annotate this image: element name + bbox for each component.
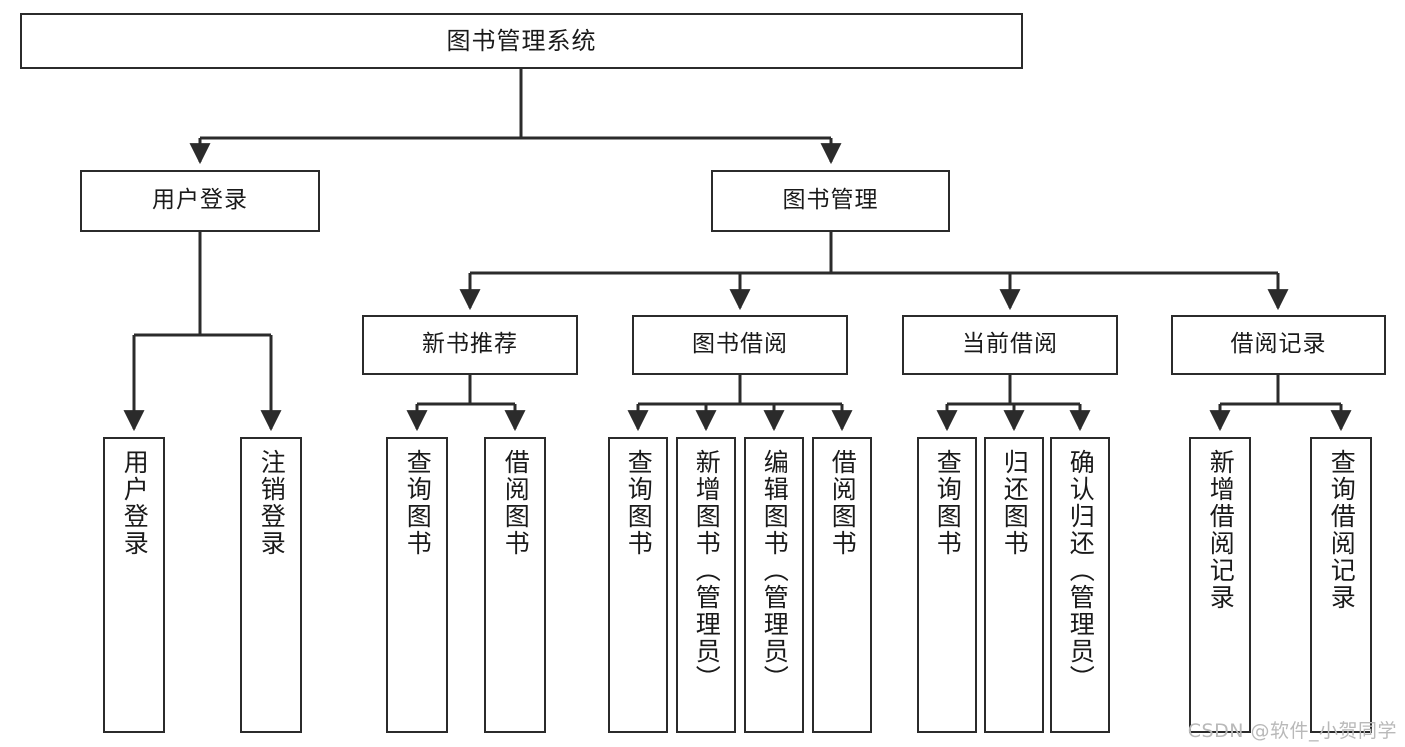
- node-current-borrow-label: 当前借阅: [962, 331, 1058, 358]
- node-new-book-recommend[interactable]: 新书推荐: [362, 315, 578, 375]
- node-leaf-add-borrow-record[interactable]: 新增借阅记录: [1189, 437, 1251, 733]
- node-leaf-borrow-book-label: 借阅图书: [828, 449, 858, 557]
- node-leaf-query-book-recommend-label: 查询图书: [403, 449, 433, 557]
- node-new-book-recommend-label: 新书推荐: [422, 331, 518, 358]
- node-leaf-query-book-recommend[interactable]: 查询图书: [386, 437, 448, 733]
- node-book-management-label: 图书管理: [782, 187, 879, 214]
- watermark: CSDN @软件_小贺同学: [1187, 720, 1397, 742]
- node-user-login-label: 用户登录: [152, 187, 248, 214]
- node-book-borrow[interactable]: 图书借阅: [632, 315, 848, 375]
- node-leaf-user-logout[interactable]: 注销登录: [240, 437, 302, 733]
- node-borrow-record-label: 借阅记录: [1230, 331, 1327, 358]
- node-root-label: 图书管理系统: [446, 26, 597, 55]
- node-leaf-edit-book-label: 编辑图书（管理员）: [760, 449, 790, 692]
- node-leaf-confirm-return[interactable]: 确认归还（管理员）: [1050, 437, 1110, 733]
- node-leaf-return-book[interactable]: 归还图书: [984, 437, 1044, 733]
- node-current-borrow[interactable]: 当前借阅: [902, 315, 1118, 375]
- node-leaf-borrow-book-recommend[interactable]: 借阅图书: [484, 437, 546, 733]
- node-leaf-query-book-current[interactable]: 查询图书: [917, 437, 977, 733]
- node-borrow-record[interactable]: 借阅记录: [1171, 315, 1386, 375]
- node-leaf-user-login[interactable]: 用户登录: [103, 437, 165, 733]
- node-leaf-return-book-label: 归还图书: [1000, 449, 1030, 557]
- node-leaf-borrow-book-recommend-label: 借阅图书: [501, 449, 531, 557]
- node-leaf-query-borrow-record-label: 查询借阅记录: [1327, 449, 1357, 611]
- node-user-login[interactable]: 用户登录: [80, 170, 320, 232]
- node-leaf-add-borrow-record-label: 新增借阅记录: [1206, 449, 1236, 611]
- node-leaf-add-book[interactable]: 新增图书（管理员）: [676, 437, 736, 733]
- node-leaf-query-book-borrow[interactable]: 查询图书: [608, 437, 668, 733]
- node-leaf-borrow-book[interactable]: 借阅图书: [812, 437, 872, 733]
- node-leaf-query-book-borrow-label: 查询图书: [624, 449, 654, 557]
- node-leaf-confirm-return-label: 确认归还（管理员）: [1066, 449, 1096, 692]
- node-book-management[interactable]: 图书管理: [711, 170, 950, 232]
- node-leaf-add-book-label: 新增图书（管理员）: [692, 449, 722, 692]
- node-leaf-query-borrow-record[interactable]: 查询借阅记录: [1310, 437, 1372, 733]
- node-leaf-user-login-label: 用户登录: [120, 449, 150, 557]
- node-leaf-user-logout-label: 注销登录: [257, 449, 287, 557]
- node-leaf-edit-book[interactable]: 编辑图书（管理员）: [744, 437, 804, 733]
- node-book-borrow-label: 图书借阅: [692, 331, 788, 358]
- node-root[interactable]: 图书管理系统: [20, 13, 1023, 69]
- node-leaf-query-book-current-label: 查询图书: [933, 449, 963, 557]
